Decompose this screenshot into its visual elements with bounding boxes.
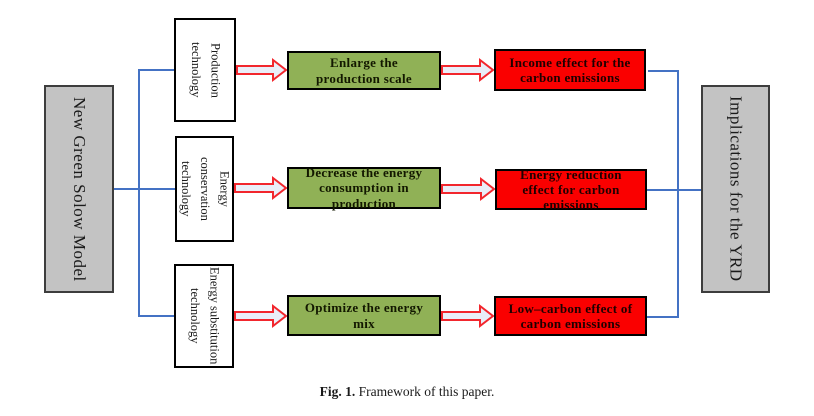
- arrow-action3-to-effect3-icon: [441, 303, 495, 329]
- node-low-carbon-effect: Low–carbon effect of carbon emissions: [494, 296, 647, 336]
- arrow-tech2-to-action2-icon: [234, 175, 288, 201]
- arrow-action2-to-effect2-icon: [441, 176, 496, 202]
- node-production-technology: Production technology: [174, 18, 236, 122]
- node-label: Low–carbon effect of carbon emissions: [508, 300, 633, 331]
- node-label: Implications for the YRD: [726, 96, 746, 282]
- arrow-action1-to-effect1-icon: [441, 57, 495, 83]
- node-label: Energy substitution technology: [188, 267, 222, 365]
- figure-caption-label: Fig. 1.: [319, 384, 356, 399]
- left-connector-line: [138, 69, 174, 317]
- node-implications-for-yrd: Implications for the YRD: [701, 85, 770, 293]
- node-label: Enlarge the production scale: [316, 55, 412, 86]
- node-label: Production technology: [189, 42, 223, 98]
- node-label: Energy reduction effect for carbon emiss…: [520, 166, 622, 213]
- node-optimize-energy-mix: Optimize the energy mix: [287, 295, 441, 336]
- node-enlarge-production-scale: Enlarge the production scale: [287, 51, 441, 90]
- figure-caption: Fig. 1. Framework of this paper.: [0, 384, 814, 400]
- node-energy-conservation-technology: Energy conservation technology: [175, 136, 234, 242]
- arrow-tech3-to-action3-icon: [234, 303, 288, 329]
- node-decrease-energy-consumption: Decrease the energy consumption in produ…: [287, 165, 441, 211]
- node-label: Decrease the energy consumption in produ…: [305, 165, 423, 211]
- node-energy-substitution-technology: Energy substitution technology: [174, 264, 234, 368]
- node-income-effect: Income effect for the carbon emissions: [494, 49, 646, 91]
- node-label: Income effect for the carbon emissions: [509, 54, 631, 85]
- node-label: Energy conservation technology: [178, 157, 232, 221]
- right-connector-line: [647, 70, 679, 318]
- node-label: New Green Solow Model: [70, 96, 89, 282]
- node-new-green-solow-model: New Green Solow Model: [44, 85, 114, 293]
- figure-caption-text: Framework of this paper.: [358, 384, 495, 399]
- node-label: Optimize the energy mix: [304, 300, 424, 331]
- arrow-tech1-to-action1-icon: [236, 57, 288, 83]
- node-energy-reduction-effect: Energy reduction effect for carbon emiss…: [495, 166, 647, 213]
